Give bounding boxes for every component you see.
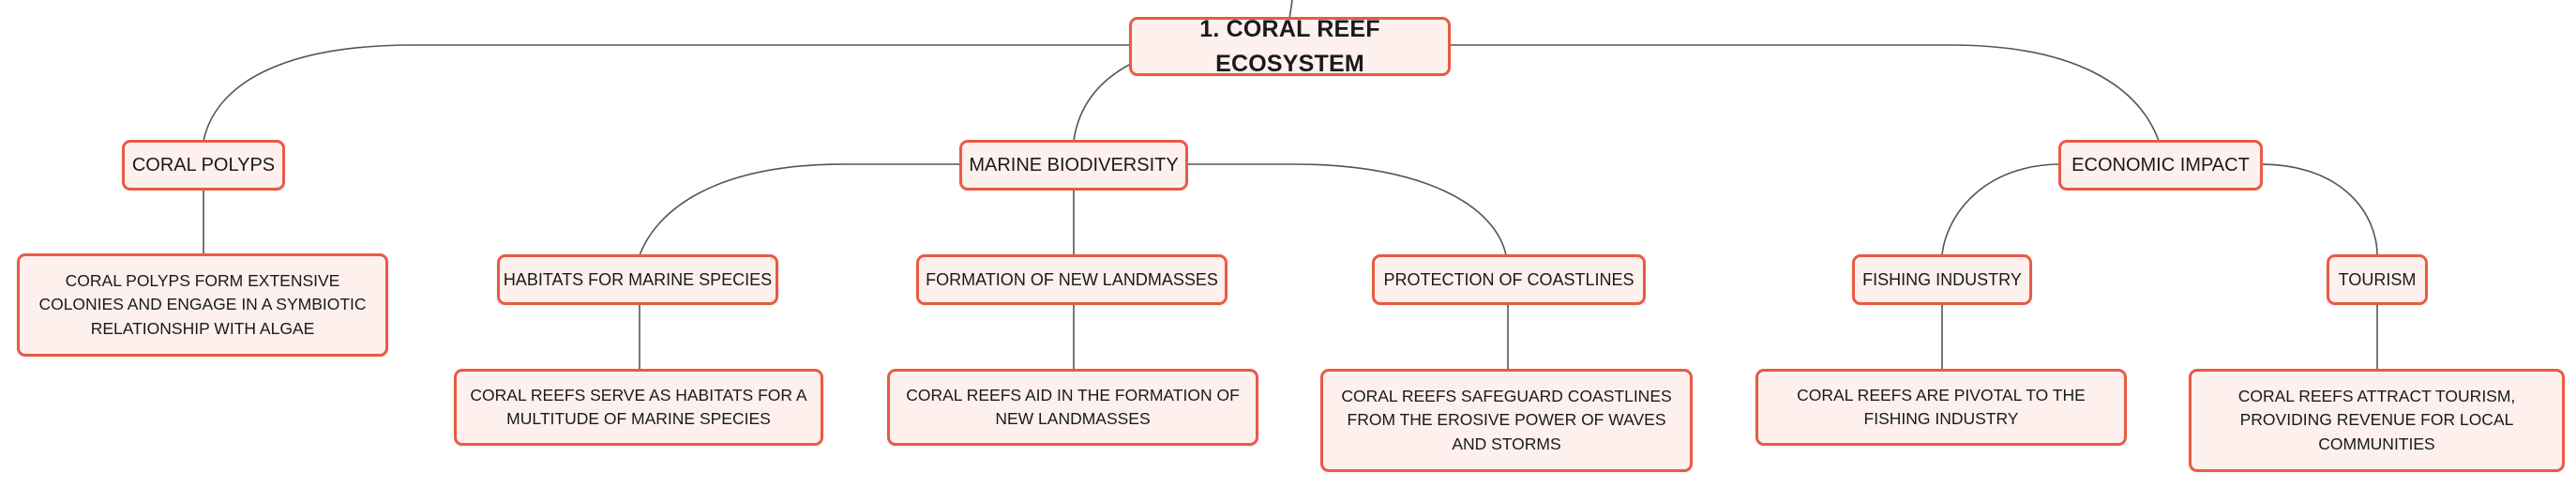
coral-polyps-detail-node[interactable]: CORAL POLYPS FORM EXTENSIVE COLONIES AND…: [17, 253, 388, 357]
coastlines-node[interactable]: PROTECTION OF COASTLINES: [1372, 254, 1646, 305]
marine-biodiversity-label: MARINE BIODIVERSITY: [969, 154, 1179, 175]
landmasses-detail-text: CORAL REEFS AID IN THE FORMATION OF NEW …: [906, 385, 1240, 428]
coral-polyps-detail-text: CORAL POLYPS FORM EXTENSIVE COLONIES AND…: [38, 270, 367, 338]
marine-biodiversity-node[interactable]: MARINE BIODIVERSITY: [959, 140, 1188, 191]
coastlines-label: PROTECTION OF COASTLINES: [1383, 269, 1634, 289]
tourism-detail-text: CORAL REEFS ATTRACT TOURISM, PROVIDING R…: [2237, 386, 2516, 453]
connector-biodiversity-to-coastlines: [1186, 163, 1507, 256]
tourism-label: TOURISM: [2338, 269, 2417, 289]
coral-polyps-node[interactable]: CORAL POLYPS: [122, 140, 285, 191]
habitats-node[interactable]: HABITATS FOR MARINE SPECIES: [497, 254, 778, 305]
economic-impact-label: ECONOMIC IMPACT: [2071, 154, 2250, 175]
habitats-label: HABITATS FOR MARINE SPECIES: [503, 269, 773, 289]
connector-root-to-economic-impact: [1449, 44, 2160, 142]
habitats-detail-text: CORAL REEFS SERVE AS HABITATS FOR A MULT…: [470, 385, 807, 428]
landmasses-node[interactable]: FORMATION OF NEW LANDMASSES: [916, 254, 1228, 305]
connector-root-to-parent: [1288, 0, 1293, 20]
connector-economic-to-fishing: [1941, 163, 2062, 256]
coastlines-detail-node[interactable]: CORAL REEFS SAFEGUARD COASTLINES FROM TH…: [1320, 369, 1693, 472]
landmasses-detail-node[interactable]: CORAL REEFS AID IN THE FORMATION OF NEW …: [887, 369, 1258, 446]
tourism-detail-node[interactable]: CORAL REEFS ATTRACT TOURISM, PROVIDING R…: [2189, 369, 2565, 472]
connector-root-to-coral-polyps: [203, 44, 1130, 142]
tourism-node[interactable]: TOURISM: [2327, 254, 2428, 305]
fishing-industry-node[interactable]: FISHING INDUSTRY: [1852, 254, 2032, 305]
landmasses-label: FORMATION OF NEW LANDMASSES: [926, 269, 1218, 289]
connector-root-to-marine-biodiversity: [1073, 60, 1137, 142]
fishing-industry-label: FISHING INDUSTRY: [1862, 269, 2022, 289]
coastlines-detail-text: CORAL REEFS SAFEGUARD COASTLINES FROM TH…: [1341, 386, 1672, 453]
habitats-detail-node[interactable]: CORAL REEFS SERVE AS HABITATS FOR A MULT…: [454, 369, 823, 446]
root-node[interactable]: 1. CORAL REEF ECOSYSTEM: [1129, 16, 1451, 77]
fishing-detail-text: CORAL REEFS ARE PIVOTAL TO THE FISHING I…: [1797, 385, 2086, 428]
coral-polyps-label: CORAL POLYPS: [131, 154, 276, 175]
connector-economic-to-tourism: [2259, 163, 2378, 256]
economic-impact-node[interactable]: ECONOMIC IMPACT: [2058, 140, 2263, 191]
fishing-detail-node[interactable]: CORAL REEFS ARE PIVOTAL TO THE FISHING I…: [1755, 369, 2127, 446]
connector-biodiversity-to-habitats: [639, 163, 961, 256]
root-node-label: 1. CORAL REEF ECOSYSTEM: [1199, 16, 1380, 77]
